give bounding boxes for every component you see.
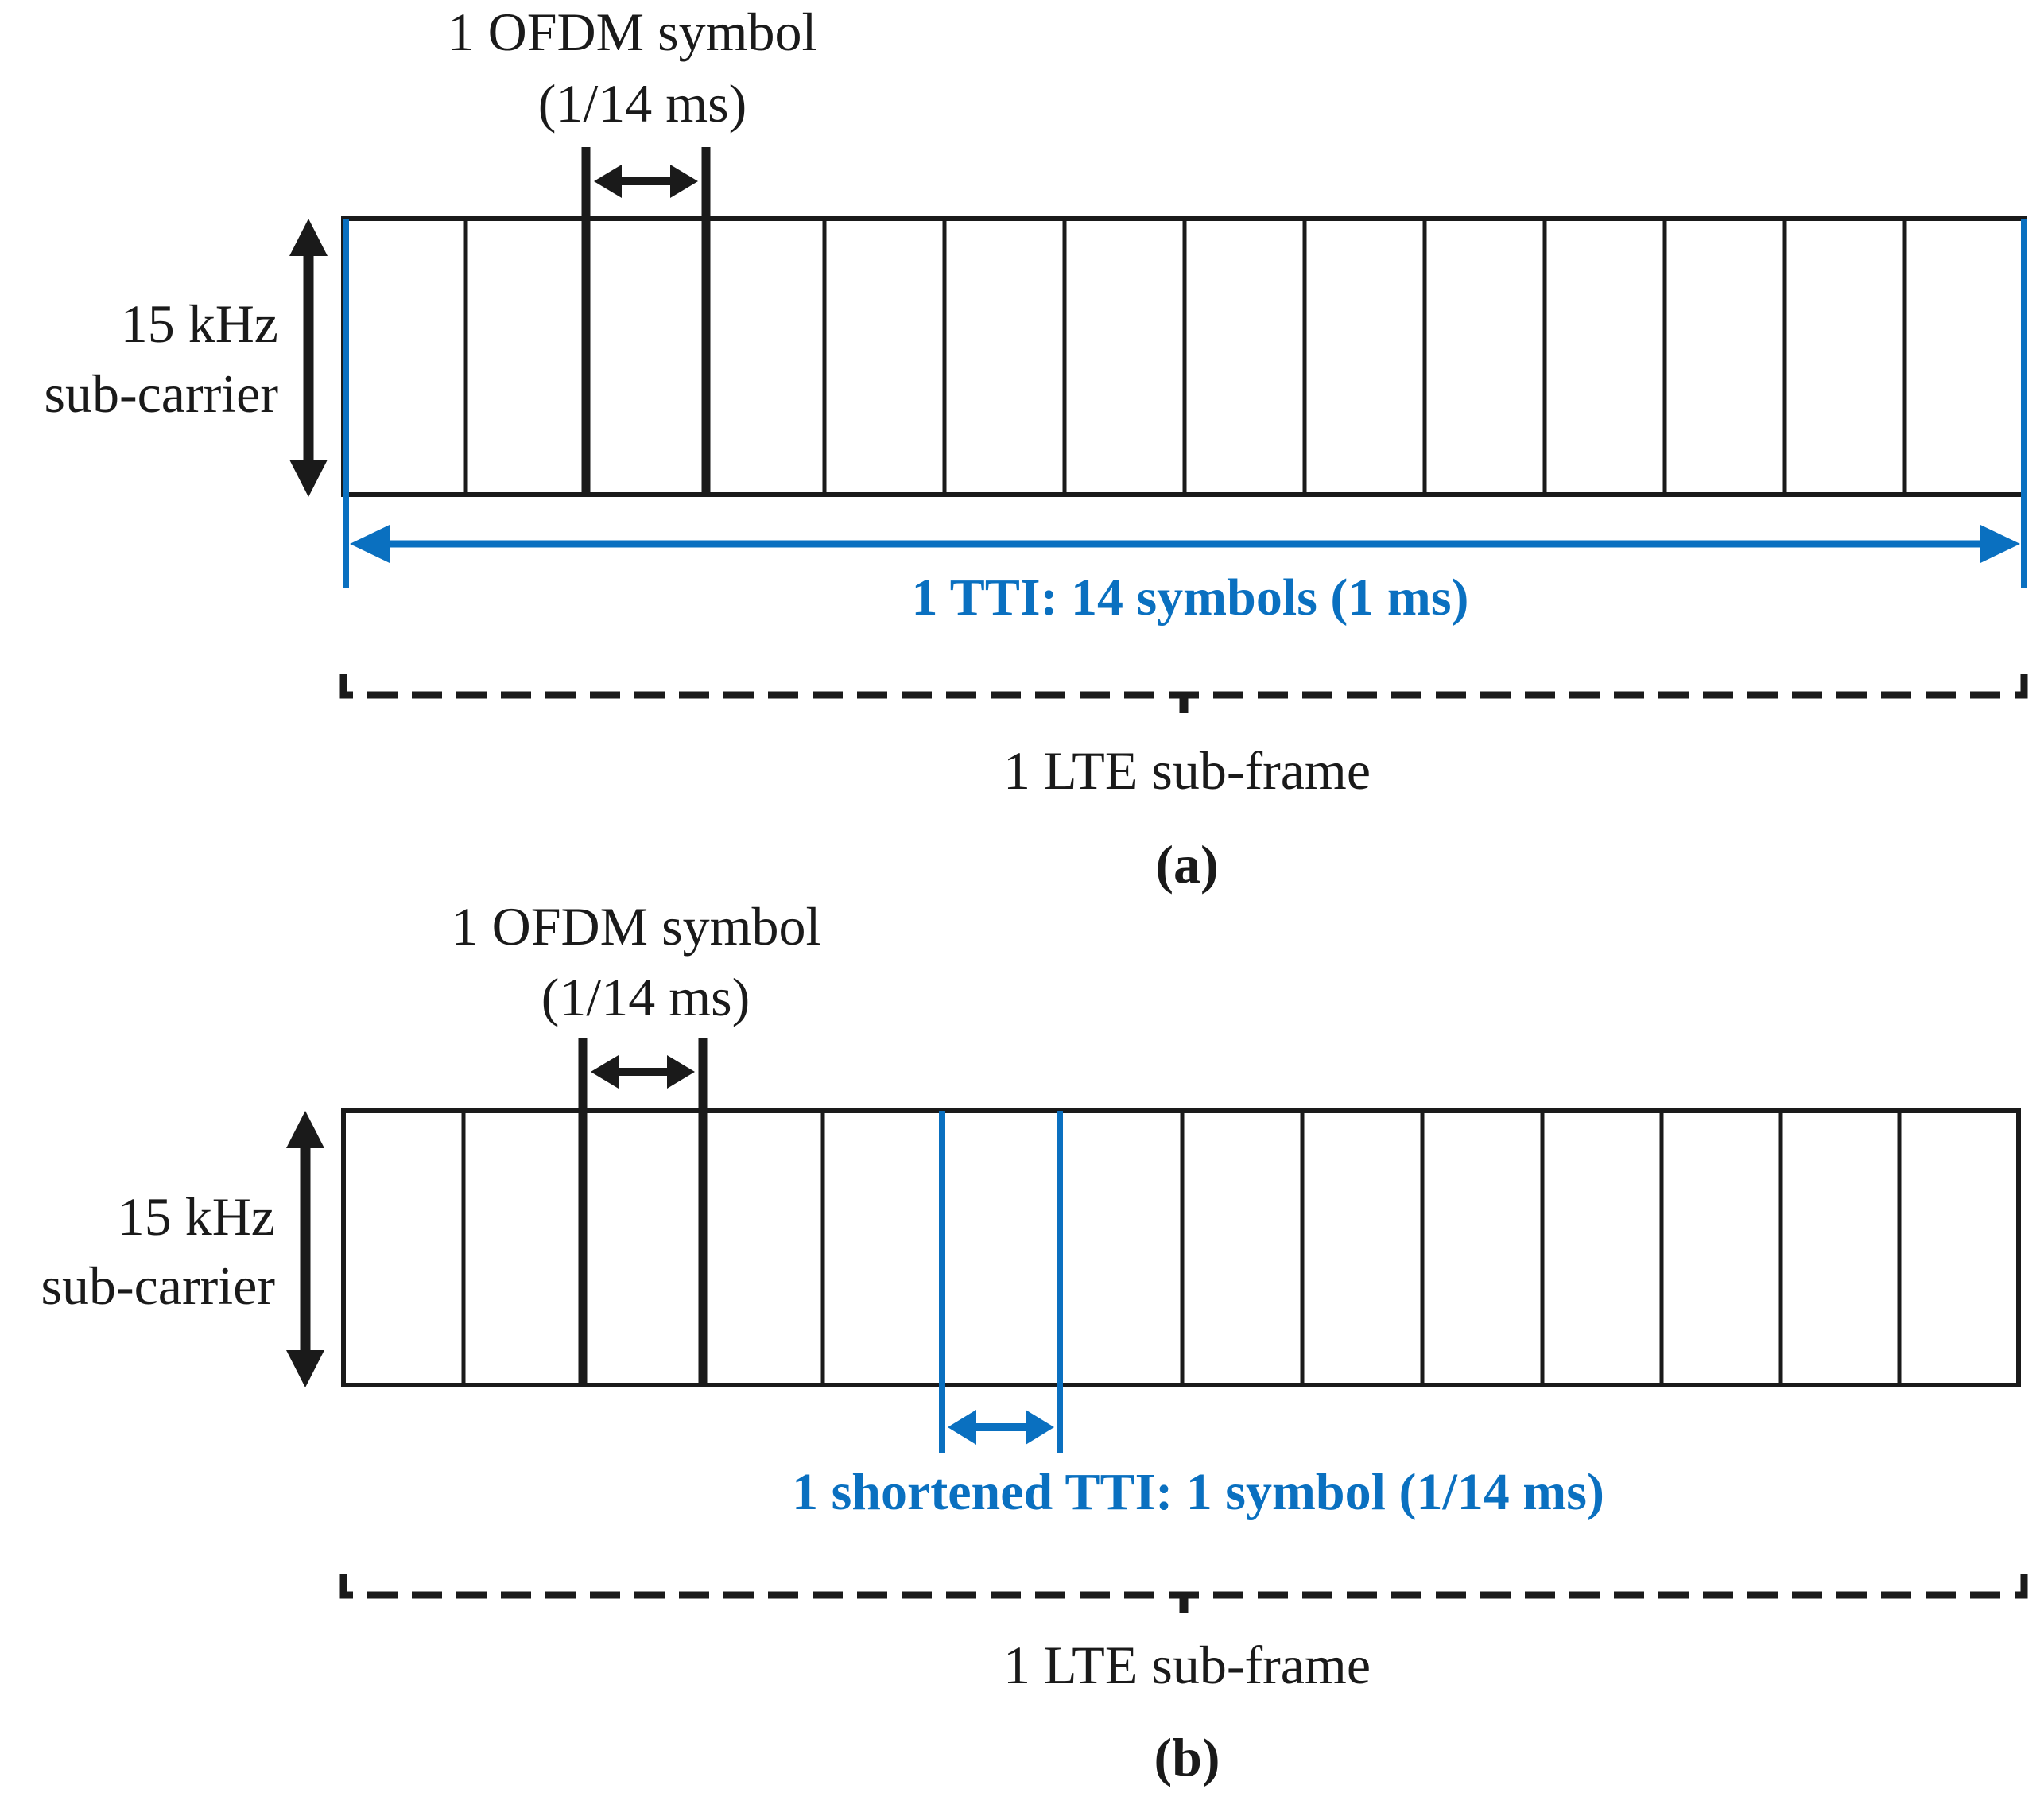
symbol-label-b-line2: (1/14 ms) — [541, 967, 751, 1027]
symbol-label-a-line1: 1 OFDM symbol — [448, 2, 817, 62]
symbol-label-a-line2: (1/14 ms) — [538, 73, 747, 134]
symbol-label-b-line1: 1 OFDM symbol — [452, 896, 821, 957]
tti-label-b: 1 shortened TTI: 1 symbol (1/14 ms) — [792, 1463, 1604, 1521]
symbol-grid-b — [341, 1108, 2021, 1387]
subframe-label-a: 1 LTE sub-frame — [1003, 740, 1371, 801]
subcarrier-label-a-line1: 15 kHz — [121, 293, 278, 354]
subframe-brace-a — [339, 674, 2028, 713]
symbol-grid-a — [341, 216, 2027, 497]
subcarrier-arrow-b — [286, 1111, 324, 1387]
shortened-tti-span-b — [939, 1111, 1063, 1453]
tti-span-a — [343, 219, 2027, 588]
panel-a: 1 OFDM symbol (1/14 ms) — [45, 2, 2028, 895]
subcarrier-label-a-line2: sub-carrier — [45, 363, 279, 424]
tti-label-a: 1 TTI: 14 symbols (1 ms) — [911, 569, 1468, 627]
subframe-brace-b — [339, 1574, 2028, 1613]
symbol-width-indicator-b — [578, 1038, 708, 1385]
panel-b: 1 OFDM symbol (1/14 ms) — [41, 896, 2028, 1787]
subcarrier-label-b-line2: sub-carrier — [41, 1255, 276, 1316]
symbol-width-indicator-a — [581, 147, 711, 495]
caption-a: (a) — [1155, 834, 1218, 895]
subframe-label-b: 1 LTE sub-frame — [1003, 1635, 1371, 1695]
subcarrier-arrow-a — [289, 219, 328, 497]
subcarrier-label-b-line1: 15 kHz — [118, 1186, 275, 1247]
caption-b: (b) — [1154, 1727, 1220, 1787]
